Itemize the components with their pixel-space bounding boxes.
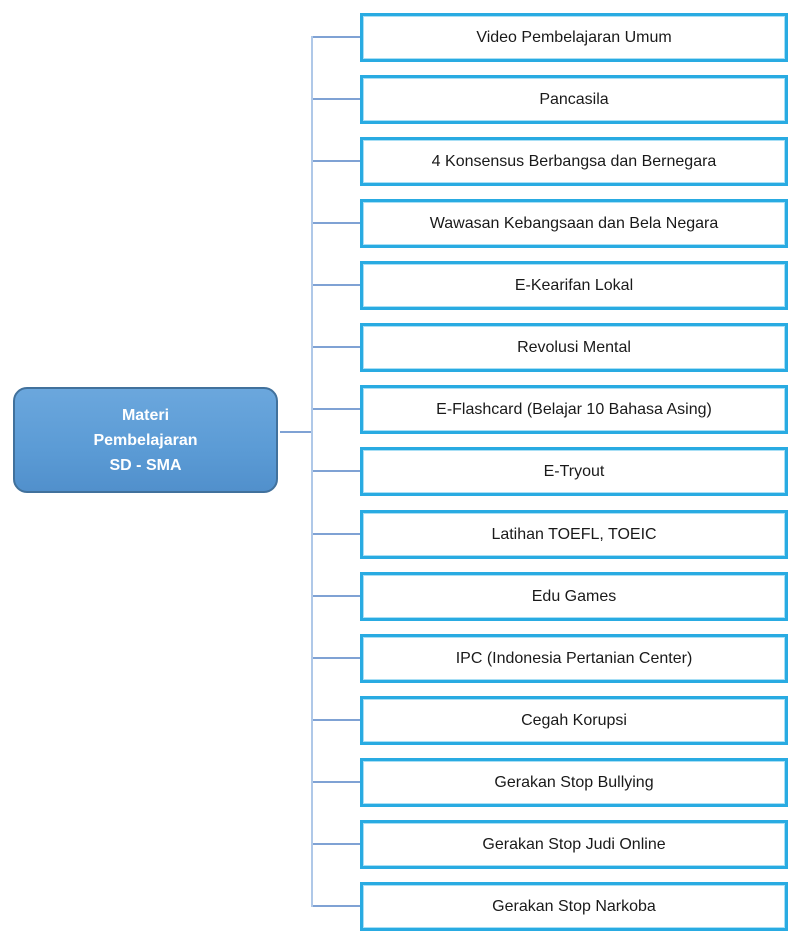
tree-item-box: Video Pembelajaran Umum xyxy=(360,13,788,62)
tree-item-label: E-Kearifan Lokal xyxy=(514,276,634,294)
root-node-label: Materi Pembelajaran SD - SMA xyxy=(93,406,198,474)
tree-item-box: E-Tryout xyxy=(360,447,788,496)
tree-item-label: Gerakan Stop Bullying xyxy=(494,773,654,791)
tree-item-box: E-Flashcard (Belajar 10 Bahasa Asing) xyxy=(360,385,788,434)
tree-item-label: Cegah Korupsi xyxy=(521,711,627,729)
tree-item-label: Revolusi Mental xyxy=(517,338,631,356)
connector-trunk-line xyxy=(311,36,313,907)
connector-branch-line xyxy=(313,346,360,348)
tree-item-label: Video Pembelajaran Umum xyxy=(476,28,672,46)
connector-branch-line xyxy=(313,533,360,535)
connector-branch-line xyxy=(313,98,360,100)
tree-item-box: Wawasan Kebangsaan dan Bela Negara xyxy=(360,199,788,248)
tree-item-box: Gerakan Stop Narkoba xyxy=(360,882,788,931)
connector-branch-line xyxy=(313,719,360,721)
tree-item-box: Revolusi Mental xyxy=(360,323,788,372)
connector-branch-line xyxy=(313,470,360,472)
connector-branch-line xyxy=(313,843,360,845)
connector-branch-line xyxy=(313,408,360,410)
tree-item-label: 4 Konsensus Berbangsa dan Bernegara xyxy=(431,152,717,170)
tree-item-label: Gerakan Stop Judi Online xyxy=(482,835,666,853)
tree-item-label: Edu Games xyxy=(531,587,617,605)
tree-item-box: Pancasila xyxy=(360,75,788,124)
connector-branch-line xyxy=(313,160,360,162)
connector-branch-line xyxy=(313,905,360,907)
tree-item-box: Gerakan Stop Judi Online xyxy=(360,820,788,869)
tree-item-box: E-Kearifan Lokal xyxy=(360,261,788,310)
tree-item-box: 4 Konsensus Berbangsa dan Bernegara xyxy=(360,137,788,186)
root-node-materi-pembelajaran: Materi Pembelajaran SD - SMA xyxy=(13,387,278,493)
connector-branch-line xyxy=(313,595,360,597)
connector-branch-line xyxy=(313,36,360,38)
tree-item-label: Latihan TOEFL, TOEIC xyxy=(491,525,657,543)
tree-item-label: IPC (Indonesia Pertanian Center) xyxy=(455,649,693,667)
connector-branch-line xyxy=(313,781,360,783)
connector-root-link xyxy=(280,431,311,433)
tree-item-label: Wawasan Kebangsaan dan Bela Negara xyxy=(429,214,719,232)
connector-branch-line xyxy=(313,657,360,659)
tree-item-label: Pancasila xyxy=(539,90,609,108)
tree-item-label: Gerakan Stop Narkoba xyxy=(492,897,656,915)
tree-item-label: E-Flashcard (Belajar 10 Bahasa Asing) xyxy=(436,400,712,418)
connector-branch-line xyxy=(313,222,360,224)
tree-item-box: Gerakan Stop Bullying xyxy=(360,758,788,807)
connector-branch-line xyxy=(313,284,360,286)
tree-item-box: Cegah Korupsi xyxy=(360,696,788,745)
tree-item-box: Latihan TOEFL, TOEIC xyxy=(360,510,788,559)
tree-item-label: E-Tryout xyxy=(543,462,605,480)
tree-item-box: Edu Games xyxy=(360,572,788,621)
tree-item-box: IPC (Indonesia Pertanian Center) xyxy=(360,634,788,683)
